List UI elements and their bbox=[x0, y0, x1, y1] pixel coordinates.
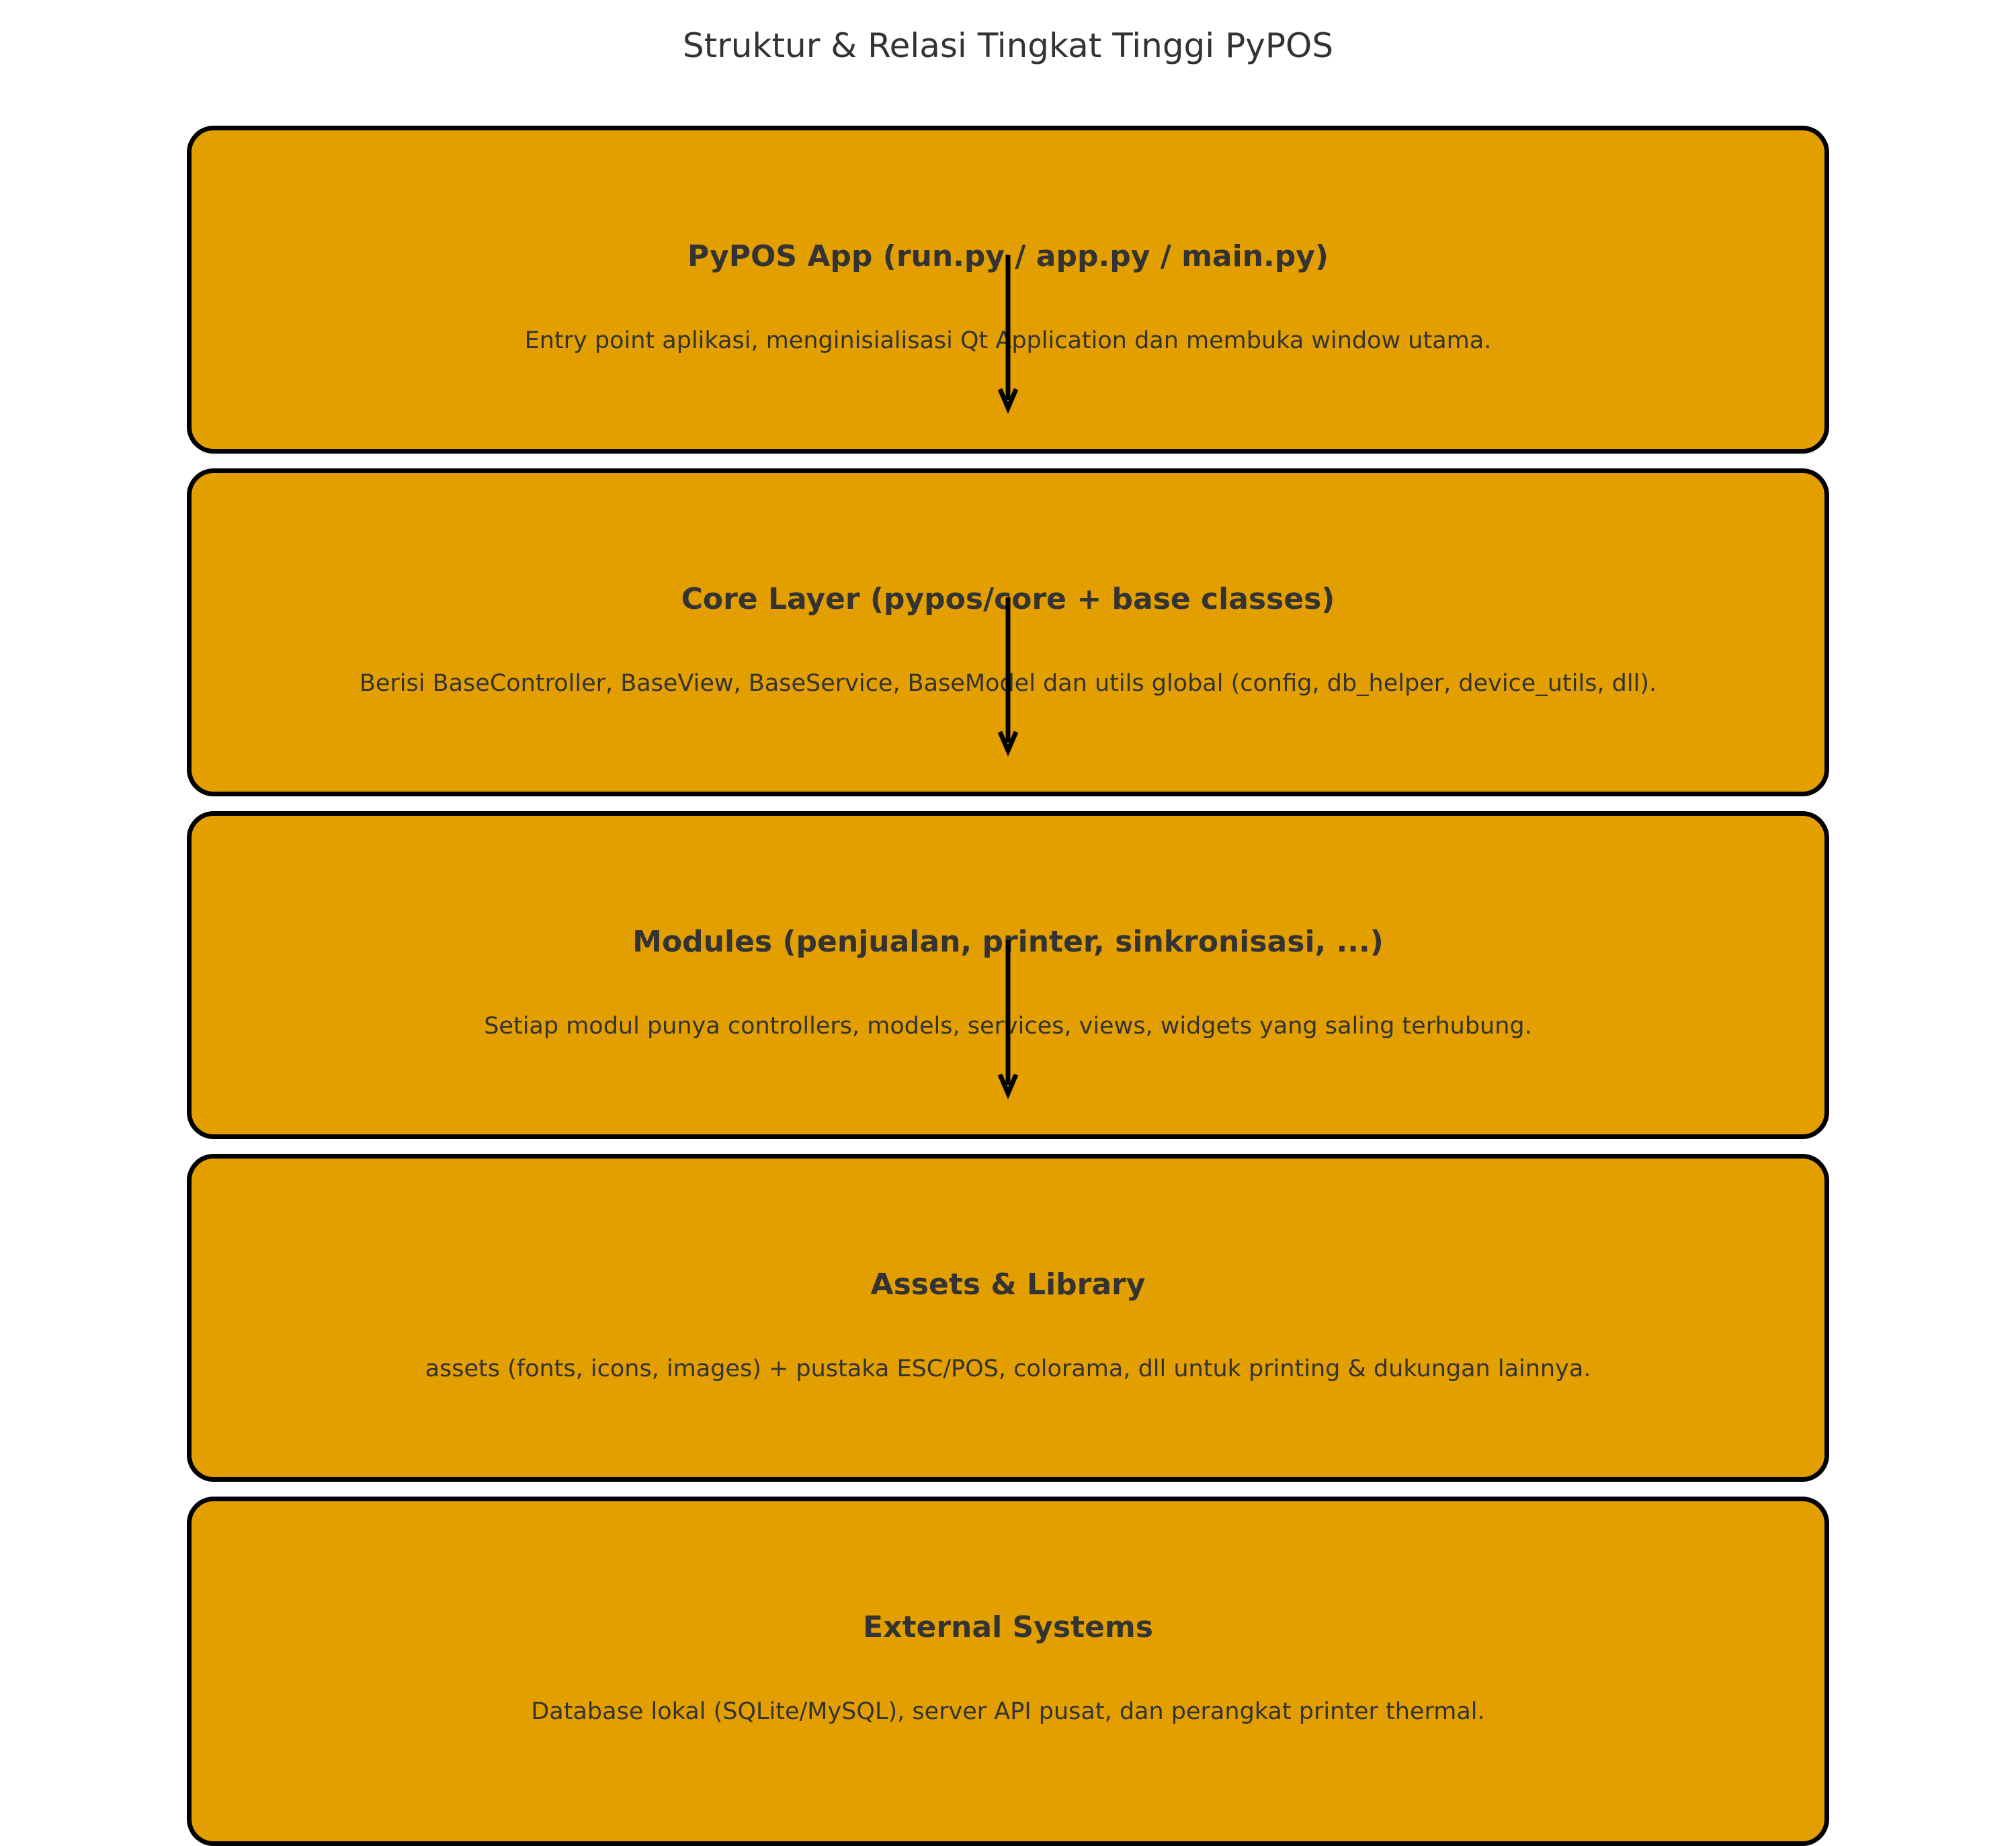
layer-title: PyPOS App (run.py / app.py / main.py) bbox=[687, 239, 1329, 274]
layer-description: Entry point aplikasi, menginisialisasi Q… bbox=[524, 327, 1492, 354]
layer-description: Setiap modul punya controllers, models, … bbox=[484, 1013, 1532, 1040]
layer-title: External Systems bbox=[863, 1610, 1153, 1644]
layer-box-assets[interactable]: Assets & Library assets (fonts, icons, i… bbox=[187, 1154, 1829, 1482]
layer-title: Core Layer (pypos/core + base classes) bbox=[681, 582, 1335, 616]
layer-box-external[interactable]: External Systems Database lokal (SQLite/… bbox=[187, 1497, 1829, 1846]
layer-box-modules[interactable]: Modules (penjualan, printer, sinkronisas… bbox=[187, 811, 1829, 1139]
diagram-title: Struktur & Relasi Tingkat Tinggi PyPOS bbox=[682, 26, 1334, 65]
layer-box-core[interactable]: Core Layer (pypos/core + base classes) B… bbox=[187, 468, 1829, 796]
layer-description: Database lokal (SQLite/MySQL), server AP… bbox=[531, 1698, 1485, 1725]
layer-box-app[interactable]: PyPOS App (run.py / app.py / main.py) En… bbox=[187, 126, 1829, 454]
layer-title: Modules (penjualan, printer, sinkronisas… bbox=[632, 925, 1384, 959]
layer-description: assets (fonts, icons, images) + pustaka … bbox=[425, 1355, 1591, 1382]
layer-title: Assets & Library bbox=[870, 1267, 1146, 1302]
layer-description: Berisi BaseController, BaseView, BaseSer… bbox=[359, 670, 1657, 697]
